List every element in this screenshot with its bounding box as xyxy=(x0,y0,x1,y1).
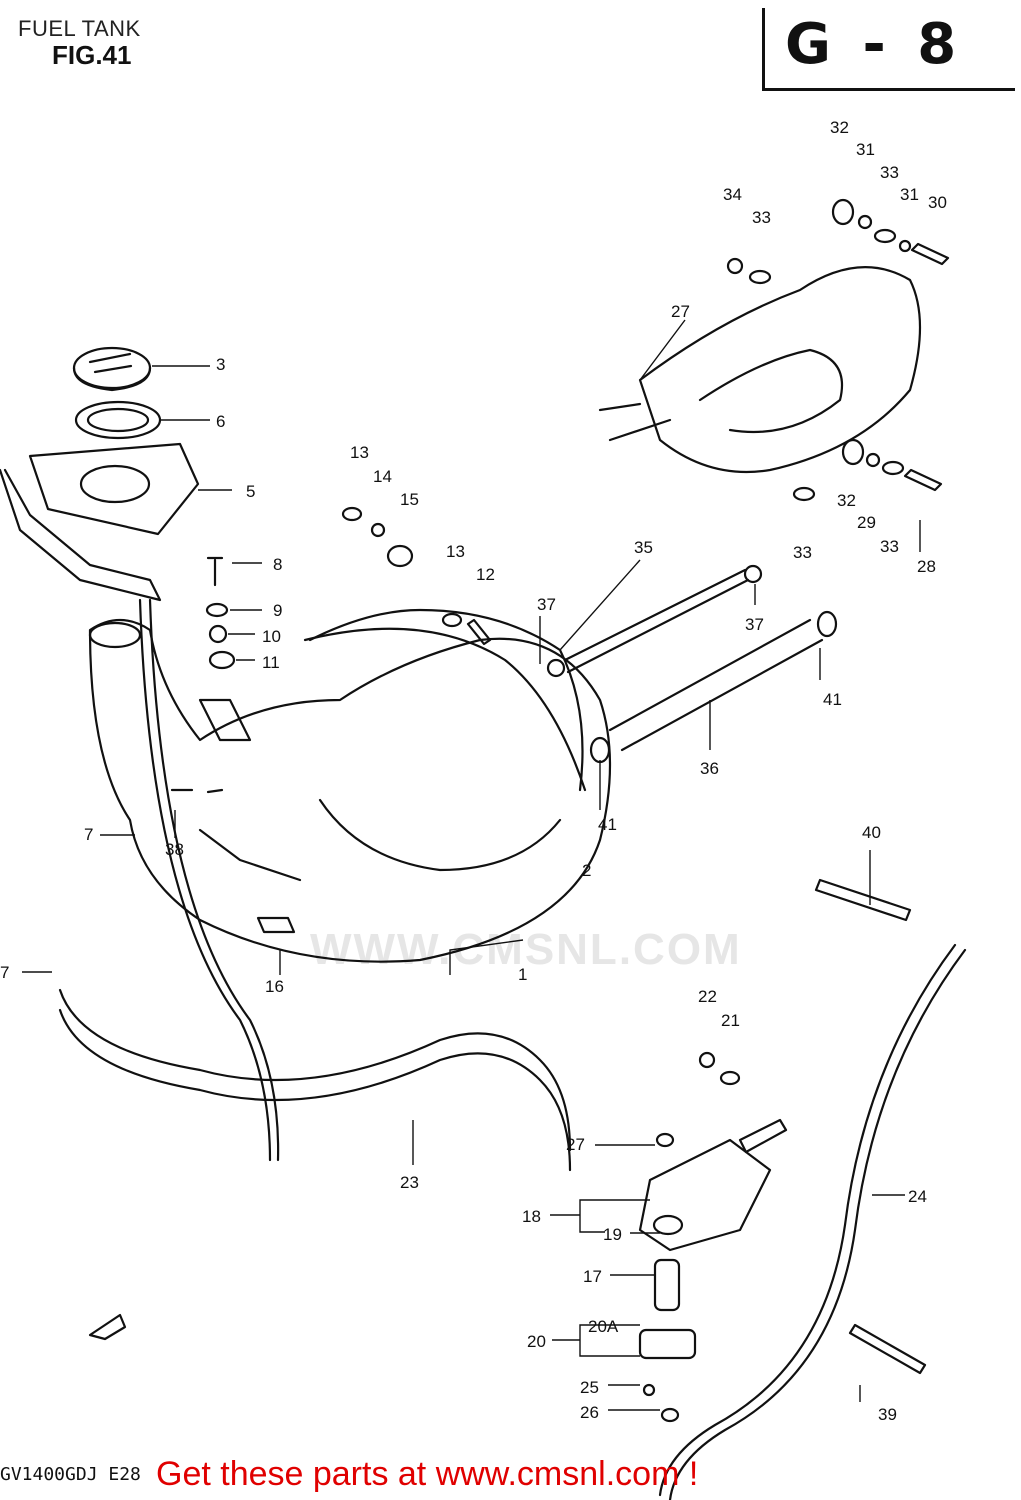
bolt-8 xyxy=(206,556,224,587)
label-part-33-b: 33 xyxy=(880,163,899,182)
fuel-cock xyxy=(638,1118,788,1423)
clip-39 xyxy=(848,1323,927,1375)
breather-hose-23 xyxy=(58,988,572,1172)
front-arrow-icon xyxy=(88,1313,127,1341)
model-code: GV1400GDJ E28 xyxy=(0,1464,141,1485)
label-part-13: 13 xyxy=(350,443,369,462)
label-part-27: 27 xyxy=(671,302,690,321)
label-part-41: 41 xyxy=(823,690,842,709)
label-part-13-b: 13 xyxy=(446,542,465,561)
bolt-30 xyxy=(910,242,950,266)
label-part-6: 6 xyxy=(216,412,225,431)
label-part-33-c: 33 xyxy=(880,537,899,556)
label-part-30: 30 xyxy=(928,193,947,212)
label-part-24: 24 xyxy=(908,1187,927,1206)
label-part-14: 14 xyxy=(373,467,392,486)
label-part-8: 8 xyxy=(273,555,282,574)
filler-plate xyxy=(28,442,200,536)
label-part-40: 40 xyxy=(862,823,881,842)
clip-40 xyxy=(814,878,912,922)
label-part-34: 34 xyxy=(723,185,742,204)
label-part-10: 10 xyxy=(262,627,281,646)
label-part-33: 33 xyxy=(752,208,771,227)
section-code: G - 8 xyxy=(785,12,963,77)
label-part-27-b: 27 xyxy=(566,1135,585,1154)
label-part-17: 17 xyxy=(583,1267,602,1286)
tank-bracket xyxy=(303,627,587,792)
label-part-22: 22 xyxy=(698,987,717,1006)
label-part-2: 2 xyxy=(582,861,591,880)
hose-36 xyxy=(608,618,824,752)
label-part-7-lower: 7 xyxy=(0,963,9,982)
label-part-31: 31 xyxy=(856,140,875,159)
label-part-41-b: 41 xyxy=(598,815,617,834)
label-part-29: 29 xyxy=(857,513,876,532)
label-part-3: 3 xyxy=(216,355,225,374)
watermark: WWW.CMSNL.COM xyxy=(310,925,742,974)
section-box: G - 8 xyxy=(762,8,1015,91)
tank-cover xyxy=(598,266,922,474)
label-part-31-b: 31 xyxy=(900,185,919,204)
label-part-1: 1 xyxy=(518,965,527,984)
hose-24 xyxy=(658,943,967,1500)
figure-number: FIG.41 xyxy=(52,40,132,70)
label-part-23: 23 xyxy=(400,1173,419,1192)
hose-35 xyxy=(563,568,750,674)
clamp-16 xyxy=(256,916,296,934)
fuel-cap xyxy=(72,346,152,392)
label-part-37-b: 37 xyxy=(745,615,764,634)
label-part-18: 18 xyxy=(522,1207,541,1226)
label-part-32-b: 32 xyxy=(837,491,856,510)
label-part-5: 5 xyxy=(246,482,255,501)
label-part-9: 9 xyxy=(273,601,282,620)
label-part-25: 25 xyxy=(580,1378,599,1397)
label-part-38: 38 xyxy=(165,840,184,859)
promo-link[interactable]: Get these parts at www.cmsnl.com ! xyxy=(156,1455,699,1493)
label-part-35: 35 xyxy=(634,538,653,557)
nut-34 xyxy=(726,257,744,275)
label-part-7: 7 xyxy=(84,825,93,844)
label-part-39: 39 xyxy=(878,1405,897,1424)
side-bracket xyxy=(0,468,162,602)
label-part-20a: 20A xyxy=(588,1317,619,1336)
label-part-32: 32 xyxy=(830,118,849,137)
label-part-19: 19 xyxy=(603,1225,622,1244)
grommet-32 xyxy=(831,198,855,226)
bolt-28 xyxy=(903,468,943,492)
drain-hose-7 xyxy=(138,598,280,1162)
label-part-28: 28 xyxy=(917,557,936,576)
label-part-16: 16 xyxy=(265,977,284,996)
label-part-11: 11 xyxy=(262,653,280,672)
label-part-15: 15 xyxy=(400,490,419,509)
page-title: FUEL TANK xyxy=(18,16,141,41)
label-part-21: 21 xyxy=(721,1011,740,1030)
label-part-12: 12 xyxy=(476,565,495,584)
fuel-tank xyxy=(88,608,612,963)
label-part-33-d: 33 xyxy=(793,543,812,562)
label-part-26: 26 xyxy=(580,1403,599,1422)
label-part-20: 20 xyxy=(527,1332,546,1351)
label-part-36: 36 xyxy=(700,759,719,778)
label-part-37: 37 xyxy=(537,595,556,614)
